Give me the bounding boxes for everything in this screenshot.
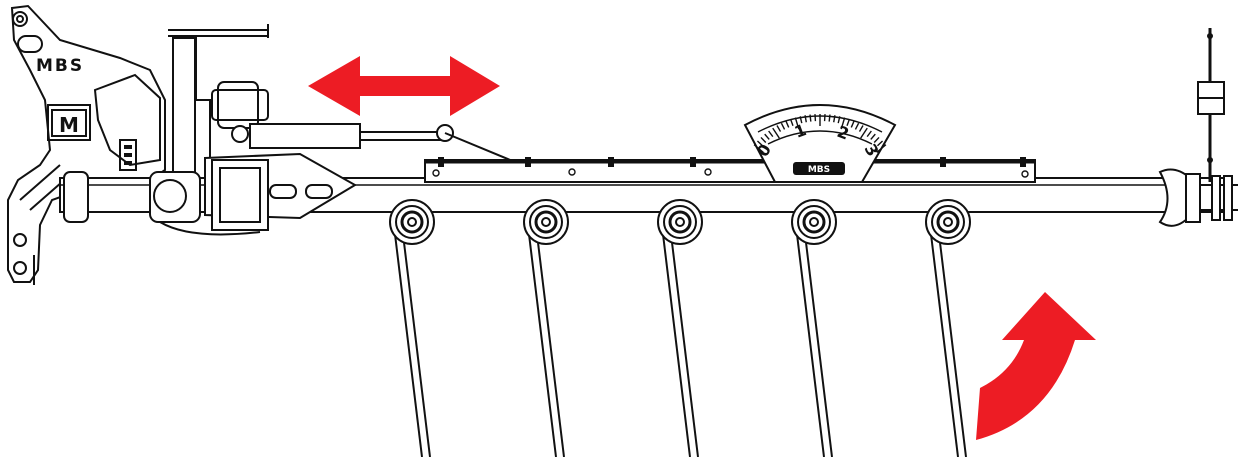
gauge-tick — [776, 125, 782, 132]
gauge-tick — [760, 136, 767, 144]
tine-coil-hub — [943, 217, 953, 227]
mounting-frame: M MBS — [7, 4, 166, 285]
gauge-tick — [833, 115, 836, 123]
gauge-tick — [764, 133, 770, 140]
main-beam — [59, 152, 1226, 236]
gauge-tick — [768, 130, 774, 138]
tine-rod-inner — [669, 225, 699, 457]
tine-coil-hub — [541, 217, 551, 227]
tine-rod-inner — [535, 225, 565, 457]
gauge-tick — [756, 140, 764, 147]
top-rail — [424, 157, 1036, 183]
gauge-tick — [837, 116, 841, 124]
tine-coil-hub — [809, 217, 819, 227]
tine — [925, 199, 971, 457]
gauge-tick — [850, 120, 855, 128]
gauge-tick — [753, 144, 764, 153]
double-arrow-horizontal-icon — [308, 56, 500, 116]
tine-coil-middle — [797, 205, 831, 239]
tine-rod-inner — [937, 225, 967, 457]
tine-rod-inner — [803, 225, 833, 457]
gauge-tick — [858, 125, 864, 132]
tine-rod-inner — [401, 225, 431, 457]
tine-coil-inner — [936, 210, 960, 234]
tine-coil-inner — [400, 210, 424, 234]
gauge-tick — [870, 133, 876, 140]
gauge-tick — [772, 127, 780, 139]
tine-coil-middle — [663, 205, 697, 239]
gauge-tick — [846, 118, 851, 127]
curved-arrow-up-icon — [976, 292, 1096, 440]
tine-rod-outer — [929, 225, 959, 457]
tine-coil-hub — [407, 217, 417, 227]
gauge-tick — [860, 127, 868, 139]
gauge-tick — [873, 136, 880, 144]
gauge-plate-text: MBS — [808, 165, 830, 175]
tine-rod-outer — [527, 225, 557, 457]
tine — [523, 199, 569, 457]
tine-coil-inner — [668, 210, 692, 234]
tine-coil-middle — [395, 205, 429, 239]
gauge-tick — [799, 116, 803, 124]
tine-group — [389, 199, 971, 457]
angle-gauge: 0 1 2 3 MBS — [743, 104, 897, 183]
gauge-tick — [840, 117, 846, 130]
tine — [791, 199, 837, 457]
tine-coil-middle — [529, 205, 563, 239]
gauge-tick — [789, 118, 794, 127]
gauge-tick — [809, 114, 812, 122]
gauge-tick — [785, 120, 790, 128]
tine-rod-outer — [795, 225, 825, 457]
gauge-tick — [804, 115, 807, 123]
gauge-tick — [876, 144, 887, 153]
hydraulic-cylinder — [211, 81, 516, 163]
gauge-tick — [794, 117, 800, 130]
gauge-tick — [828, 114, 831, 122]
logo-letter: M — [59, 113, 79, 137]
tine — [657, 199, 703, 457]
gauge-tick — [876, 140, 884, 147]
gauge-tick — [780, 122, 786, 130]
tine — [389, 199, 435, 457]
tine-coil-inner — [802, 210, 826, 234]
gauge-tick — [866, 130, 872, 138]
tine-rod-outer — [661, 225, 691, 457]
brand-text: MBS — [36, 56, 84, 76]
tine-rod-outer — [393, 225, 423, 457]
tine-coil-middle — [931, 205, 965, 239]
tine-coil-hub — [675, 217, 685, 227]
gauge-tick — [854, 122, 860, 130]
tine-coil-inner — [534, 210, 558, 234]
right-end — [1158, 28, 1238, 227]
